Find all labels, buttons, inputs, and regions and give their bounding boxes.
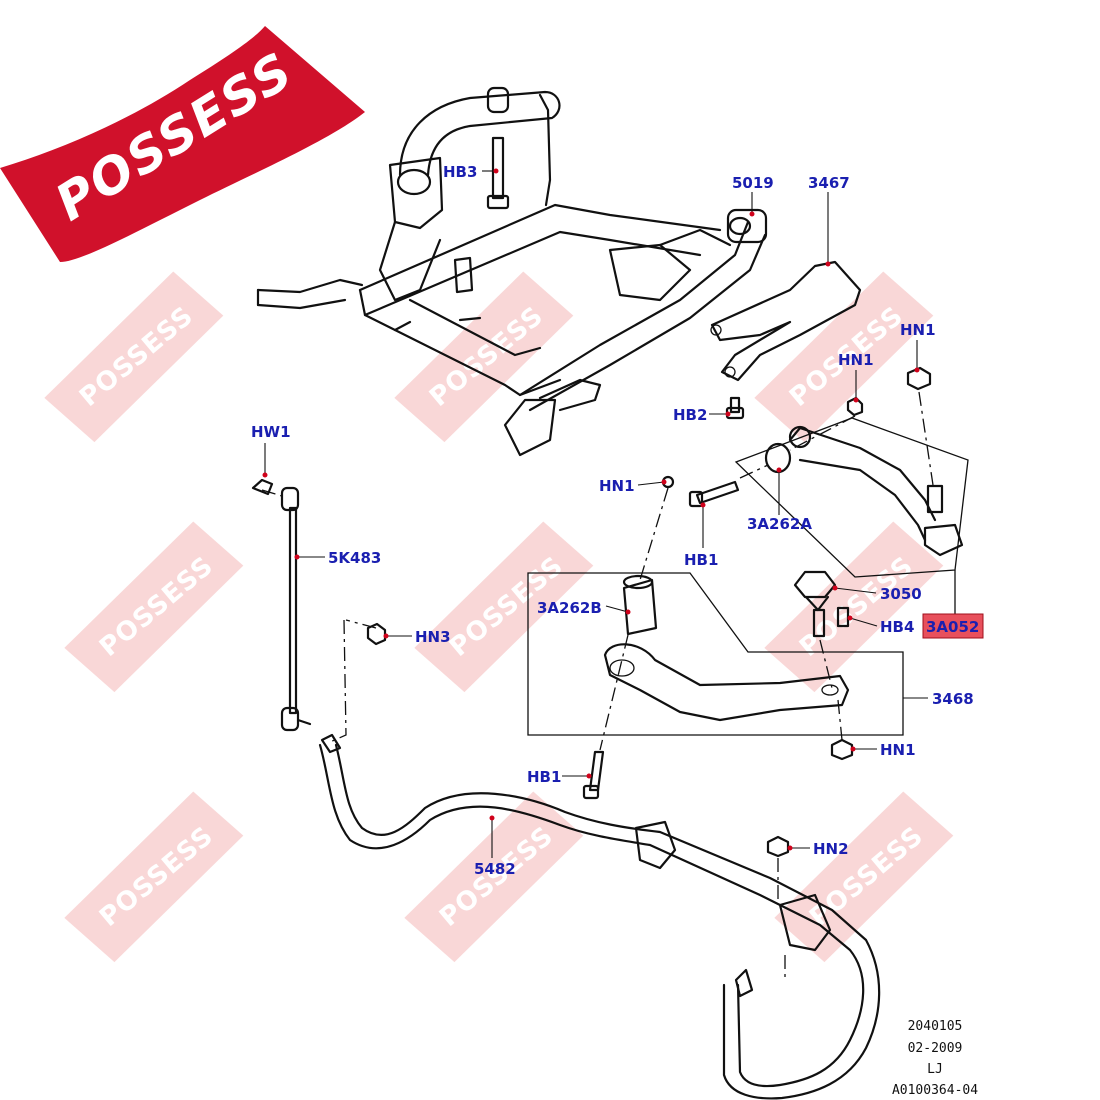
nut-hn1-top-right: [906, 366, 932, 391]
bolt-hb1-upper: [688, 480, 740, 508]
nut-hn2: [766, 835, 790, 858]
label-hn2: HN2: [813, 840, 849, 858]
watermark: POSSESS: [404, 791, 584, 963]
watermark: POSSESS: [774, 791, 954, 963]
label-hn1-top-right: HN1: [900, 321, 936, 339]
label-hn3: HN3: [415, 628, 451, 646]
box-3a052: [734, 417, 969, 616]
label-hn1-bottom: HN1: [880, 741, 916, 759]
bolt-hb1-lower: [582, 750, 605, 800]
box-3468: [527, 572, 904, 736]
bolt-hb3: [486, 136, 510, 210]
label-3467: 3467: [808, 174, 850, 192]
label-hb3: HB3: [443, 163, 477, 181]
watermark: POSSESS: [64, 791, 244, 963]
label-5482: 5482: [474, 860, 516, 878]
bracket-3467: [710, 260, 862, 382]
leader-lines: [262, 168, 928, 858]
nut-hn1-bottom: [830, 738, 854, 761]
watermark: POSSESS: [44, 271, 224, 443]
label-3468: 3468: [932, 690, 974, 708]
label-hn1-left: HN1: [599, 477, 635, 495]
stabilizer-bar-5482: [318, 733, 881, 1100]
part-labels: HB3 5019 3467 HN1 HN1 HB2 HW1 HN1 3A262A…: [251, 163, 984, 878]
alignment-lines: [261, 391, 934, 980]
label-5k483: 5K483: [328, 549, 381, 567]
subframe-drawing: [256, 86, 768, 457]
label-3050: 3050: [880, 585, 922, 603]
stabilizer-link-5k483: [251, 478, 312, 732]
drawing-initials: LJ: [927, 1062, 943, 1077]
label-hn1-mid: HN1: [838, 351, 874, 369]
label-hb2: HB2: [673, 406, 707, 424]
label-hw1: HW1: [251, 423, 291, 441]
watermark: POSSESS: [764, 521, 944, 693]
drawing-info: 2040105 02-2009 LJ A0100364-04: [892, 1019, 978, 1098]
label-3a052-highlight: 3A052: [922, 613, 984, 639]
lower-control-arm: [603, 643, 850, 722]
drawing-id: A0100364-04: [892, 1083, 978, 1098]
watermark: POSSESS: [64, 521, 244, 693]
drawing-date: 02-2009: [908, 1041, 963, 1056]
drawing-number: 2040105: [908, 1019, 963, 1034]
label-3a262b: 3A262B: [537, 599, 602, 617]
label-hb1-upper: HB1: [684, 551, 718, 569]
label-3a262a: 3A262A: [747, 515, 812, 533]
label-3a052: 3A052: [926, 618, 979, 636]
ball-joint-3050: [793, 570, 837, 638]
label-5019: 5019: [732, 174, 774, 192]
label-hb4: HB4: [880, 618, 914, 636]
brand-banner: POSSESS: [0, 26, 365, 262]
label-hb1-lower: HB1: [527, 768, 561, 786]
bushing-3a262b: [622, 574, 658, 636]
upper-control-arm: [764, 425, 964, 557]
nut-hn3: [366, 622, 387, 646]
